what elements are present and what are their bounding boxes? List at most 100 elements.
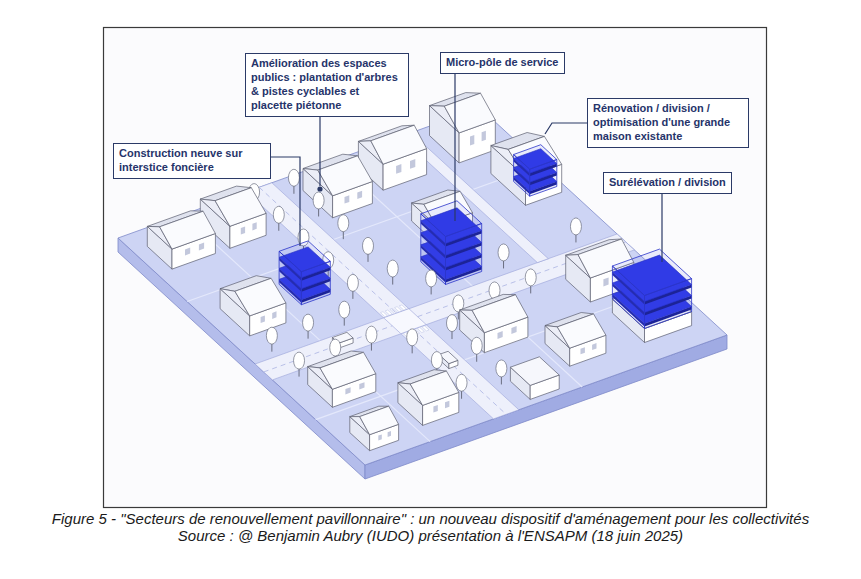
callout-text: Amélioration des espaces publics : plant… [251,57,403,113]
crosswalk [381,312,388,317]
window [396,164,401,174]
volume-outline [612,249,691,295]
roof [360,406,399,435]
crosswalk [422,326,429,331]
window [252,222,256,230]
tree-crown [338,215,349,232]
tree-crown [363,237,374,254]
tree-trunk [371,343,372,351]
window [185,248,190,256]
callout-text: Construction neuve sur interstice fonciè… [119,147,265,175]
leader-line [271,157,300,246]
tree-crown [366,326,377,343]
roof [320,352,376,389]
tree-crown [407,329,418,346]
window [603,277,608,286]
window [498,331,503,339]
window [470,135,474,146]
pedestrian-plaza [384,309,427,334]
tree-crown [426,270,437,287]
volume-outline [279,241,330,272]
tree-trunk [368,254,369,262]
window [359,382,364,389]
tree-crown [273,206,284,223]
tree-crown [303,314,314,331]
window [581,347,585,354]
tree-trunk [461,391,462,399]
tree-crown [498,244,509,261]
volume-outline [514,145,557,170]
tree-trunk [278,223,279,231]
window [433,405,437,413]
callout-box: Construction neuve sur interstice fonciè… [113,143,271,179]
window [445,401,449,409]
tree-trunk [299,369,300,377]
tree-trunk [451,331,452,339]
callout-text: Surélévation / division [609,176,726,190]
roof [235,278,286,316]
figure-caption: Figure 5 - "Secteurs de renouvellement p… [20,510,841,544]
tree-crown [294,352,305,369]
tree-crown [387,260,398,277]
tree-trunk [458,311,459,319]
tree-crown [570,218,581,235]
window [410,159,415,169]
tree-crown [339,301,350,318]
tree-trunk [412,345,413,353]
window [345,195,350,203]
tree-trunk [503,260,504,268]
callout-box: Rénovation / division / optimisation d'u… [587,98,749,148]
roof [160,211,216,249]
tree-crown [525,269,536,286]
tree-trunk [476,354,477,362]
roof [410,371,459,405]
tree-trunk [431,286,432,294]
tree-crown [431,352,442,369]
tree-crown [471,337,482,354]
leader-line [545,123,587,134]
roof [371,125,427,164]
window [199,243,204,251]
leader-line [454,74,455,221]
tree-crown [456,374,467,391]
tree-trunk [308,331,309,339]
callout-box: Surélévation / division [603,172,732,194]
roof [557,314,606,348]
tree-trunk [293,186,294,194]
window [357,191,362,199]
volume-outline [421,201,482,237]
tree-crown [266,327,277,344]
callout-text: Rénovation / division / optimisation d'u… [593,102,743,144]
crosswalk [395,307,402,312]
isometric-block [118,93,727,479]
crosswalk [399,305,406,310]
window [345,387,350,394]
leader-line [661,194,662,262]
window [261,316,265,324]
window [592,343,596,350]
tree-trunk [344,318,345,326]
roof [215,188,266,227]
roof [444,93,495,133]
tree-trunk [530,285,531,293]
window [388,431,391,437]
tree-crown [446,315,457,332]
callout-box: Amélioration des espaces publics : plant… [245,53,409,117]
tree-crown [313,192,324,209]
tree-crown [347,274,358,291]
tree-trunk [392,277,393,285]
roof [472,295,528,333]
leader-dot [317,186,322,191]
flat-roof [510,357,559,386]
tree-crown [496,360,507,377]
crosswalk [417,328,424,333]
tree-trunk [271,344,272,352]
window [482,131,486,142]
tree-crown [288,169,299,186]
window [378,434,382,440]
tree-trunk [575,234,576,242]
leader-line [319,117,320,186]
